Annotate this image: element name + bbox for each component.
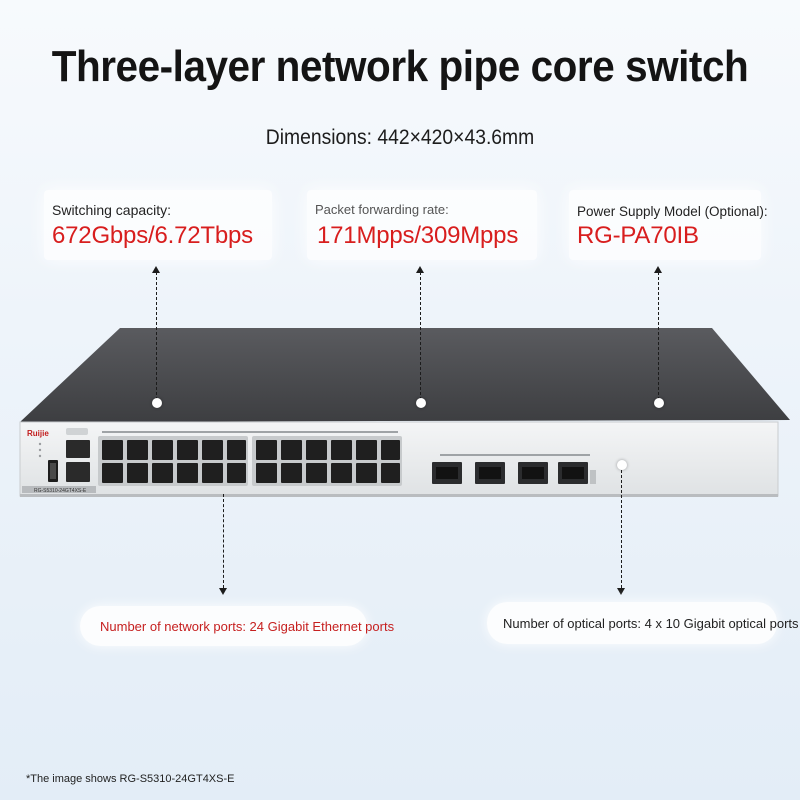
power-supply-label: Power Supply Model (Optional): [577,204,768,219]
marker-dot-2 [416,398,426,408]
rj45-ports-group-2 [256,440,400,483]
arrow-down-1 [219,588,227,595]
switching-capacity-card: Switching capacity: 672Gbps/6.72Tbps [44,190,272,260]
console-port [66,440,90,458]
rj45-ports-group-1 [102,440,246,483]
dimensions-text: Dimensions: 442×420×43.6mm [265,126,535,149]
forwarding-rate-label: Packet forwarding rate: [315,202,449,217]
switching-capacity-value: 672Gbps/6.72Tbps [52,222,253,249]
sfp-ports [432,462,588,484]
footnote: *The image shows RG-S5310-24GT4XS-E [26,773,235,785]
arrow-up-3 [654,266,662,273]
connector-line-1 [156,272,157,400]
power-supply-value: RG-PA70IB [577,222,699,249]
brand-logo: Ruijie [27,429,49,438]
status-leds [38,442,42,458]
marker-dot-3 [654,398,664,408]
marker-dot-1 [152,398,162,408]
chassis-top [20,328,790,422]
page-title: Three-layer network pipe core switch [51,42,749,91]
connector-line-4 [223,494,224,588]
model-label: RG-S5310-24GT4XS-E [34,488,87,494]
network-ports-card: Number of network ports: 24 Gigabit Ethe… [80,606,394,646]
arrow-up-1 [152,266,160,273]
switching-capacity-label: Switching capacity: [52,202,172,218]
arrow-up-2 [416,266,424,273]
forwarding-rate-value: 171Mpps/309Mpps [317,222,519,249]
optical-ports-card: Number of optical ports: 4 x 10 Gigabit … [487,602,799,644]
connector-line-5 [621,470,622,588]
forwarding-rate-card: Packet forwarding rate: 171Mpps/309Mpps [307,190,537,260]
connector-line-2 [420,272,421,400]
connector-line-3 [658,272,659,400]
power-supply-card: Power Supply Model (Optional): RG-PA70IB [569,190,768,260]
marker-dot-4 [617,460,627,470]
mgmt-port [66,462,90,482]
arrow-down-2 [617,588,625,595]
